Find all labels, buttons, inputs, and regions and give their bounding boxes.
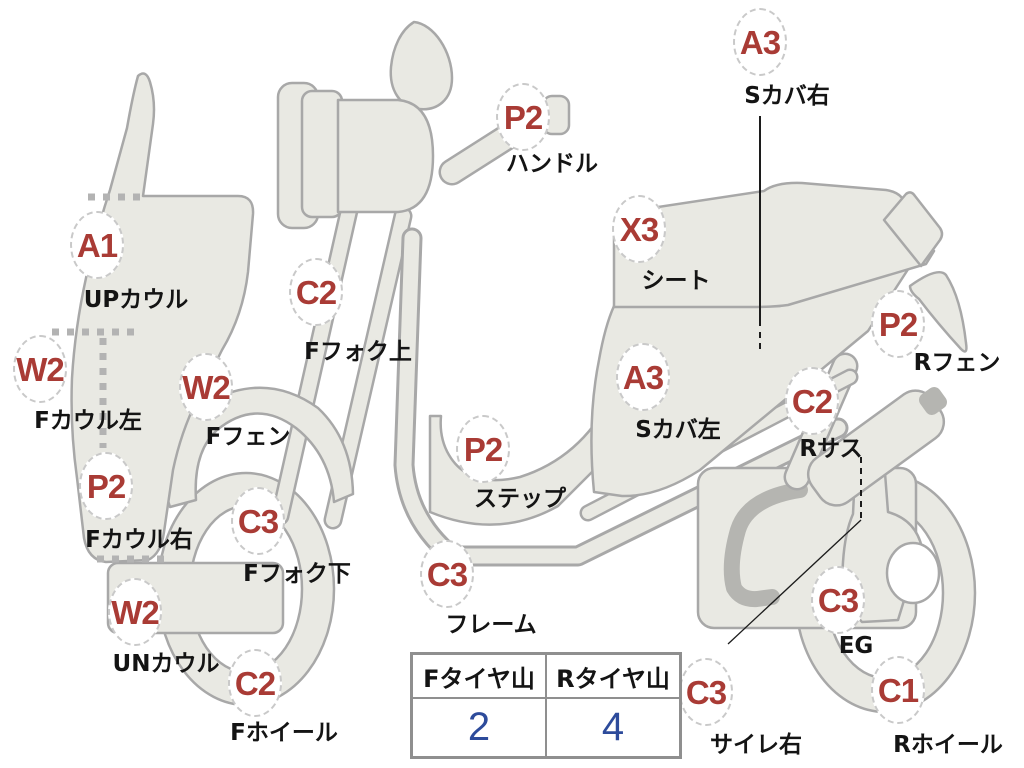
- engine-hub-cutout: [885, 541, 941, 605]
- condition-code-badge: A1: [70, 211, 124, 279]
- tire-table-header: Fタイヤ山: [410, 652, 547, 699]
- part-name-label: サイレ右: [710, 732, 802, 758]
- tire-table-value: 4: [545, 697, 682, 759]
- part-name-label: UNカウル: [112, 651, 220, 677]
- part-name-label: Sカバ右: [744, 83, 830, 109]
- part-name-label: Fホイール: [230, 720, 338, 746]
- condition-code-badge: C2: [785, 367, 839, 435]
- condition-code-badge: A3: [616, 343, 670, 411]
- condition-code-badge: W2: [13, 335, 67, 403]
- condition-code-badge: C3: [231, 487, 285, 555]
- condition-code-badge: P2: [871, 290, 925, 358]
- condition-code-badge: W2: [108, 578, 162, 646]
- condition-code-badge: C3: [420, 540, 474, 608]
- part-name-label: Fフェン: [205, 424, 291, 450]
- tire-table-header: Rタイヤ山: [545, 652, 682, 699]
- condition-code-badge: P2: [456, 415, 510, 483]
- part-name-label: EG: [838, 633, 874, 659]
- part-name-label: Rサス: [799, 436, 863, 462]
- condition-code-badge: W2: [179, 353, 233, 421]
- muffler: [806, 387, 947, 507]
- part-name-label: Fカウル右: [85, 527, 193, 553]
- condition-code-badge: C2: [228, 649, 282, 717]
- part-name-label: シート: [641, 268, 711, 294]
- part-name-label: Fフォク下: [243, 561, 351, 587]
- cowl-panel-seams: [52, 193, 172, 563]
- condition-code-badge: C3: [811, 566, 865, 634]
- rear-carrier: [882, 191, 944, 268]
- part-name-label: Rフェン: [913, 350, 1001, 376]
- part-name-label: Fカウル左: [34, 408, 142, 434]
- condition-code-badge: X3: [612, 195, 666, 263]
- part-name-label: ハンドル: [506, 151, 598, 177]
- callout-lines: [727, 116, 862, 645]
- condition-code-badge: P2: [79, 452, 133, 520]
- condition-code-badge: P2: [496, 83, 550, 151]
- condition-code-badge: C1: [871, 656, 925, 724]
- tire-table-value: 2: [410, 697, 547, 759]
- condition-code-badge: C2: [289, 258, 343, 326]
- windscreen: [389, 20, 454, 111]
- condition-code-badge: C3: [679, 658, 733, 726]
- part-name-label: フレーム: [445, 612, 537, 638]
- part-name-label: Sカバ左: [635, 417, 721, 443]
- step-floor: [428, 396, 645, 526]
- muffler-tip: [919, 387, 947, 415]
- center-stand: [723, 482, 808, 608]
- part-name-label: Fフォク上: [304, 339, 412, 365]
- condition-code-badge: A3: [733, 8, 787, 76]
- part-name-label: Rホイール: [893, 732, 1003, 758]
- rear-fender: [908, 271, 968, 353]
- part-name-label: ステップ: [474, 486, 566, 512]
- part-name-label: UPカウル: [83, 287, 189, 313]
